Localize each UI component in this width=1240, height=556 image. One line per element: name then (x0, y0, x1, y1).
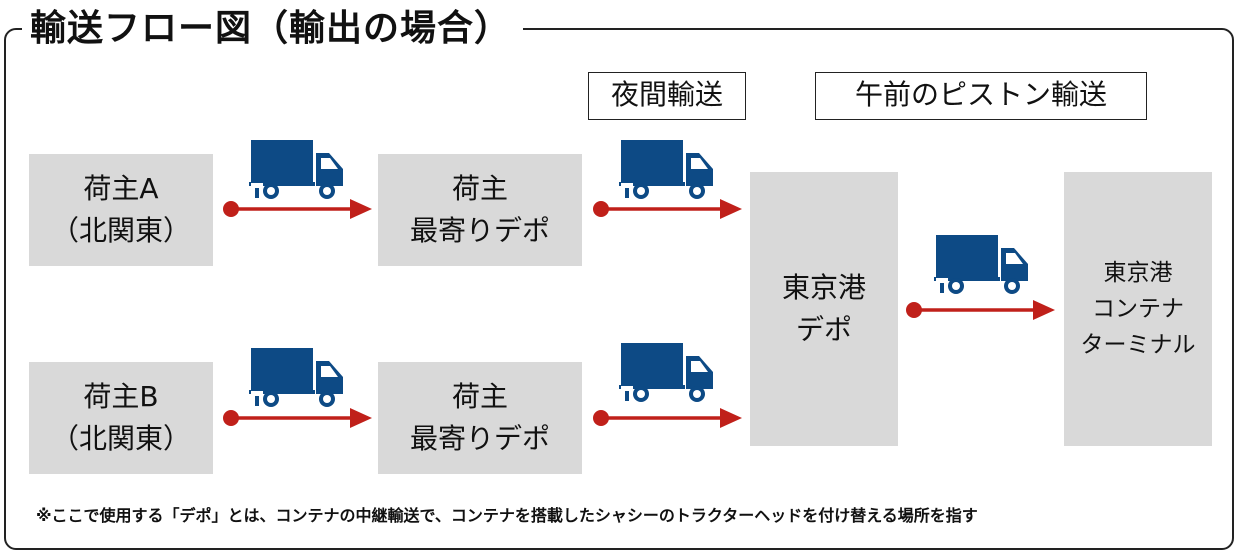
truck-icon (619, 140, 713, 199)
node-line: 東京港 (1103, 260, 1173, 286)
diagram-frame (4, 28, 1234, 550)
truck-icon (934, 235, 1028, 294)
label-piston-transport: 午前のピストン輸送 (815, 72, 1147, 120)
truck-icon (249, 140, 343, 199)
node-line: 荷主B (83, 380, 159, 413)
footnote: ※ここで使用する「デポ」とは、コンテナの中継輸送で、コンテナを搭載したシャシーの… (36, 506, 978, 525)
truck-icon (249, 348, 343, 407)
arrow-icon (223, 199, 372, 219)
node-line: 東京港 (781, 271, 866, 304)
truck-icon (619, 343, 713, 402)
node-line: 荷主 (451, 172, 508, 205)
node-line: （北関東） (50, 422, 191, 455)
node-line: デポ (795, 313, 852, 346)
node-line: 荷主A (83, 172, 159, 205)
node-shipper-a: 荷主A （北関東） (29, 154, 213, 266)
node-port-depot: 東京港 デポ (750, 172, 898, 446)
node-line: 荷主 (451, 380, 508, 413)
label-night-transport: 夜間輸送 (588, 72, 746, 120)
node-line: （北関東） (50, 214, 191, 247)
node-depot-b: 荷主 最寄りデポ (378, 362, 582, 474)
arrow-icon (593, 408, 742, 428)
node-depot-a: 荷主 最寄りデポ (378, 154, 582, 266)
diagram-title: 輸送フロー図（輸出の場合） (22, 4, 524, 54)
arrow-icon (906, 300, 1055, 320)
node-line: ターミナル (1080, 332, 1196, 358)
node-line: 最寄りデポ (409, 214, 550, 247)
node-container-terminal: 東京港 コンテナ ターミナル (1064, 172, 1212, 446)
arrow-icon (223, 408, 372, 428)
node-shipper-b: 荷主B （北関東） (29, 362, 213, 474)
arrow-icon (593, 199, 742, 219)
node-line: 最寄りデポ (409, 422, 550, 455)
node-line: コンテナ (1092, 296, 1184, 322)
